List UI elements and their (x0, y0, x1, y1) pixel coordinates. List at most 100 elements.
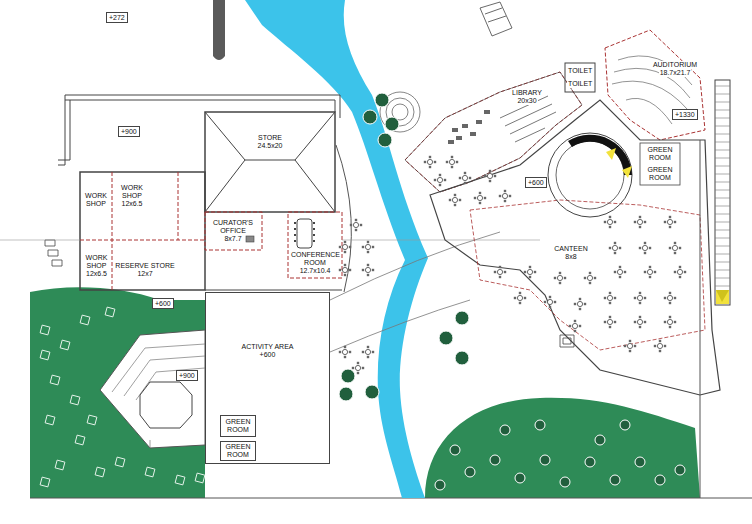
green-room: GREEN ROOM (643, 165, 677, 183)
chair-symbol (649, 266, 651, 268)
tree-symbol (339, 387, 353, 401)
chair-symbol (344, 346, 346, 348)
room-size: 8x8 (564, 253, 577, 261)
chair-symbol (474, 197, 476, 199)
table-symbol (449, 159, 454, 164)
room-name: WORK SHOP (114, 184, 150, 200)
chair-symbol (367, 356, 369, 358)
chair-symbol (349, 246, 351, 248)
chair-symbol (579, 325, 581, 327)
level-mark: +600 (525, 177, 547, 188)
chair-symbol (679, 266, 681, 268)
table-symbol (547, 299, 552, 304)
tree-symbol (655, 475, 665, 485)
chair-symbol (372, 246, 374, 248)
table-symbol (477, 195, 482, 200)
room-name: GREEN ROOM (221, 418, 255, 434)
chair-symbol (362, 351, 364, 353)
chair-symbol (614, 221, 616, 223)
tree-symbol (378, 133, 392, 147)
chair-symbol (529, 266, 531, 268)
chair-symbol (549, 296, 551, 298)
table-symbol (637, 219, 642, 224)
chair-symbol (559, 282, 561, 284)
chair-symbol (494, 175, 496, 177)
green-room: GREEN ROOM (220, 441, 256, 461)
chair-symbol (634, 221, 636, 223)
tree-symbol (635, 457, 645, 467)
chair-symbol (344, 356, 346, 358)
table-symbol (607, 319, 612, 324)
table-symbol (667, 219, 672, 224)
level-mark: +600 (152, 298, 174, 309)
table-symbol (612, 245, 617, 250)
table-symbol (365, 267, 370, 272)
chair-symbol (524, 271, 526, 273)
shrub-symbol (55, 460, 65, 470)
table-symbol (517, 295, 522, 300)
level-mark: +900 (118, 126, 140, 137)
auditorium-room: AUDITORIUM18.7x21.7 (646, 58, 704, 80)
tree-symbol (365, 385, 379, 399)
table-symbol (677, 269, 682, 274)
chair-symbol (357, 362, 359, 364)
chair-symbol (629, 340, 631, 342)
shrub-symbol (145, 467, 155, 477)
table-symbol (557, 275, 562, 280)
tree-symbol (439, 331, 453, 345)
chair-symbol (609, 226, 611, 228)
chair-symbol (344, 251, 346, 253)
chair-symbol (614, 271, 616, 273)
chair-symbol (634, 297, 636, 299)
chair-symbol (519, 302, 521, 304)
table-symbol (607, 295, 612, 300)
table-symbol (353, 222, 358, 227)
room-size: 12x7 (136, 270, 153, 278)
table-symbol (637, 295, 642, 300)
chair-symbol (609, 326, 611, 328)
chair-symbol (534, 271, 536, 273)
chair-symbol (674, 297, 676, 299)
chair-symbol (629, 350, 631, 352)
room-name: CONFERENCE ROOM (290, 251, 340, 267)
chair-symbol (529, 276, 531, 278)
chair-symbol (674, 242, 676, 244)
chair-symbol (619, 266, 621, 268)
chair-symbol (514, 297, 516, 299)
chair-symbol (372, 351, 374, 353)
chair-symbol (579, 298, 581, 300)
room-name: STORE (257, 134, 283, 142)
chair-symbol (444, 179, 446, 181)
table-symbol (642, 245, 647, 250)
chair-symbol (619, 247, 621, 249)
room-name: RESERVE STORE (114, 262, 175, 270)
tree-symbol (375, 93, 389, 107)
chair-symbol (509, 195, 511, 197)
chair-symbol (446, 161, 448, 163)
tree-symbol (455, 351, 469, 365)
shrub-symbol (50, 375, 60, 385)
table-symbol (572, 323, 577, 328)
tree-symbol (585, 457, 595, 467)
table-symbol (437, 177, 442, 182)
tree-symbol (560, 477, 570, 487)
chair-symbol (644, 321, 646, 323)
chair-symbol (664, 221, 666, 223)
shrub-symbol (80, 315, 90, 325)
chair-symbol (367, 251, 369, 253)
chair-symbol (614, 242, 616, 244)
chair-symbol (664, 297, 666, 299)
activity-area: ACTIVITY AREA+600GREEN ROOMGREEN ROOM (205, 292, 330, 464)
room-size: 12x6.5 (120, 200, 143, 208)
tree-symbol (595, 435, 605, 445)
tree-symbol (341, 369, 355, 383)
chair-symbol (499, 276, 501, 278)
shrub-symbol (87, 415, 97, 425)
chair-symbol (614, 321, 616, 323)
chair-symbol (654, 345, 656, 347)
table-symbol (577, 301, 582, 306)
table-symbol (462, 175, 467, 180)
chair-symbol (456, 161, 458, 163)
chair-symbol (544, 301, 546, 303)
